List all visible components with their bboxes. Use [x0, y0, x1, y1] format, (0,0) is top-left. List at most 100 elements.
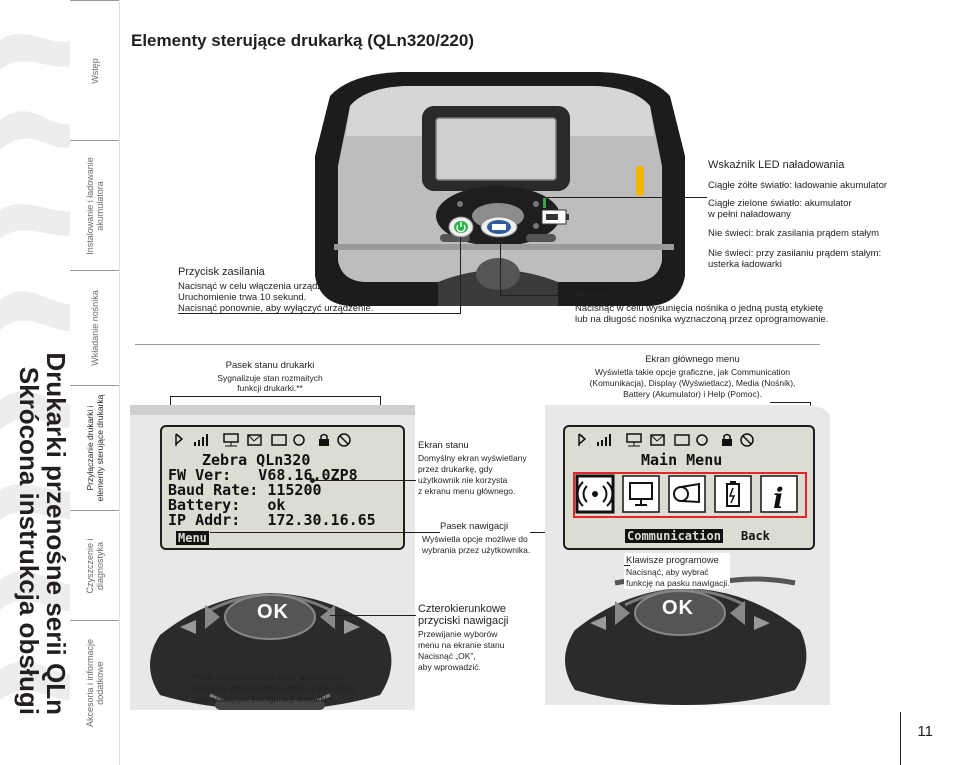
lcd-ip-address: IP Addr: 172.30.16.65	[168, 511, 376, 529]
status-screen-callout-line: z ekranu menu głównego.	[418, 486, 516, 496]
battery-led-icon	[541, 198, 569, 225]
lcd-printer-model: Zebra QLn320	[202, 451, 311, 469]
nav-buttons-callout-line: Przewijanie wyborów	[418, 629, 498, 639]
bracket-line	[170, 396, 380, 397]
led-callout-line: Ciągłe żółte światło: ładowanie akumulat…	[708, 180, 888, 191]
led-callout-title: Wskaźnik LED naładowania	[708, 159, 845, 171]
tab-akumulator[interactable]: Instalowanie i ładowanie akumulatora	[70, 140, 119, 270]
leader-dot	[310, 478, 315, 483]
led-callout-line: usterka ładowarki	[708, 259, 782, 270]
leader-line	[624, 565, 630, 566]
tab-label: Czyszczenie i diagnostyka	[85, 538, 105, 594]
main-menu-callout-line: (Komunikacja), Display (Wyświetlacz), Me…	[589, 378, 796, 388]
feed-callout-line: lub na długość nośnika wyznaczoną przez …	[575, 314, 829, 325]
soft-keys-callout-title: Klawisze programowe	[626, 555, 719, 566]
page-number: 11	[917, 723, 933, 740]
power-callout-line: Uruchomienie trwa 10 sekund.	[178, 292, 307, 303]
status-bar-icons	[578, 433, 754, 447]
sidebar-title: Drukarki przenośne serii QLn Skrócona in…	[9, 15, 71, 715]
soft-keys-callout-box	[624, 553, 730, 589]
lcd-main-menu-title: Main Menu	[641, 451, 723, 469]
nav-buttons-callout-title: przyciski nawigacji	[418, 615, 509, 627]
tab-label: Wstęp	[90, 57, 100, 84]
lcd-battery: Battery: ok	[168, 496, 286, 514]
status-bar-callout-line: Sygnalizuje stan rozmaitych	[217, 373, 323, 383]
feed-callout-title: Przycisk wysuwania	[575, 289, 673, 301]
led-callout-line: w pełni naładowany	[708, 209, 791, 220]
power-callout-title: Przycisk zasilania	[178, 266, 265, 278]
main-menu-callout-line: Wyświetla takie opcje graficzne, jak Com…	[594, 367, 791, 377]
nav-buttons-callout-line: menu na ekranie stanu	[418, 640, 505, 650]
menu-icons-svg: i	[575, 474, 798, 515]
ok-button[interactable]	[635, 592, 725, 636]
tab-label: Akcesoria i informacje dodatkowe	[85, 638, 105, 728]
nav-buttons-callout-line: Nacisnąć „OK”,	[418, 651, 476, 661]
page-number-rule	[900, 712, 901, 765]
help-menu-icon	[760, 475, 798, 513]
status-screen-lcd: Zebra QLn320 FW Ver: V68.16.0ZP8 Baud Ra…	[160, 425, 405, 550]
led-callout-line: Nie świeci: przy zasilaniu prądem stałym…	[708, 248, 882, 259]
lcd-softkey-communication[interactable]: Communication	[625, 529, 723, 543]
tab-label: Wkładanie nośnika	[90, 290, 100, 366]
divider	[135, 344, 820, 345]
sidebar: Drukarki przenośne serii QLn Skrócona in…	[0, 0, 120, 765]
leader-line	[312, 480, 416, 481]
svg-text:i: i	[773, 482, 784, 515]
lcd-softkey-menu[interactable]: Menu	[176, 531, 209, 545]
main-menu-lcd: Main Menu i Communication Back	[563, 425, 815, 550]
lcd-softkey-back[interactable]: Back	[741, 529, 770, 543]
signal-icon	[206, 434, 208, 446]
status-bar-callout-title: Pasek stanu drukarki	[225, 360, 315, 371]
status-screen-callout-title: Ekran stanu	[418, 440, 469, 451]
tab-nosnik[interactable]: Wkładanie nośnika	[70, 270, 119, 385]
side-led-yellow-icon	[636, 166, 644, 196]
tab-czyszczenie[interactable]: Czyszczenie i diagnostyka	[70, 510, 119, 620]
power-button-icon[interactable]	[448, 216, 474, 238]
tab-przylaczanie[interactable]: Przyłączanie drukarki i elementy sterują…	[70, 385, 119, 510]
status-screen-callout-line: użytkownik nie korzysta	[418, 475, 508, 485]
status-bar-callout-line: funkcji drukarki.**	[237, 383, 303, 393]
sidebar-title-line1: Drukarki przenośne serii QLn	[41, 352, 71, 715]
ok-button[interactable]	[236, 596, 326, 640]
ok-button-label: OK	[257, 601, 289, 623]
footnote-line: ** Nie wszystkie ikony będą wyświetlone	[192, 672, 345, 682]
tab-label: Przyłączanie drukarki i elementy sterują…	[85, 394, 105, 502]
leader-line	[330, 615, 416, 616]
leader-line	[500, 237, 501, 295]
lcd-baud-rate: Baud Rate: 115200	[168, 481, 322, 499]
soft-keys-callout-line: funkcję na pasku nawigacji.	[626, 578, 730, 588]
network-icon	[223, 433, 239, 443]
power-callout-line: Nacisnąć w celu włączenia urządzenia.	[178, 281, 343, 292]
display-menu-icon	[622, 475, 660, 513]
leader-line	[460, 237, 461, 313]
led-callout-line: Ciągłe zielone światło: akumulator	[708, 198, 852, 209]
power-callout-line: Nacisnąć ponownie, aby wyłączyć urządzen…	[178, 303, 374, 314]
feed-button-icon[interactable]	[480, 216, 518, 238]
lcd-fw-version: FW Ver: V68.16.0ZP8	[168, 466, 358, 484]
leader-line	[770, 402, 810, 403]
page-title: Elementy sterujące drukarką (QLn320/220)	[131, 31, 474, 50]
feed-callout-line: Nacisnąć w celu wysunięcia nośnika o jed…	[575, 303, 824, 314]
nav-buttons-callout-line: aby wprowadzić.	[418, 662, 481, 672]
tab-wstep[interactable]: Wstęp	[70, 0, 119, 140]
leader-line	[500, 295, 610, 296]
footnote-line: na pasku stanu w danej chwili, a tylko i…	[192, 683, 356, 693]
nav-bar-callout-line: Wyświetla opcje możliwe do	[422, 534, 528, 544]
menu-icon-row: i	[573, 472, 807, 518]
sidebar-title-line2: Skrócona instrukcja obsługi	[14, 366, 44, 715]
status-bar-icons	[175, 433, 351, 447]
main-menu-callout-line: Battery (Akumulator) i Help (Pomoc).	[623, 389, 762, 399]
leader-line	[547, 197, 707, 198]
media-icon	[271, 434, 287, 446]
status-screen-callout-line: Domyślny ekran wyświetlany	[418, 453, 527, 463]
tab-akcesoria[interactable]: Akcesoria i informacje dodatkowe	[70, 620, 119, 745]
nav-buttons-callout-title: Czterokierunkowe	[418, 603, 507, 615]
status-screen-callout-line: przez drukarkę, gdy	[418, 464, 493, 474]
soft-keys-callout-line: Nacisnąć, aby wybrać	[626, 567, 709, 577]
mail-icon	[247, 434, 262, 446]
led-callout-line: Nie świeci: brak zasilania prądem stałym	[708, 228, 880, 239]
main-menu-callout-title: Ekran głównego menu	[645, 354, 740, 365]
footnote-line: odpowiadające konfiguracji drukarki.	[192, 694, 330, 704]
leader-line	[178, 313, 461, 314]
bluetooth-icon	[175, 433, 184, 446]
